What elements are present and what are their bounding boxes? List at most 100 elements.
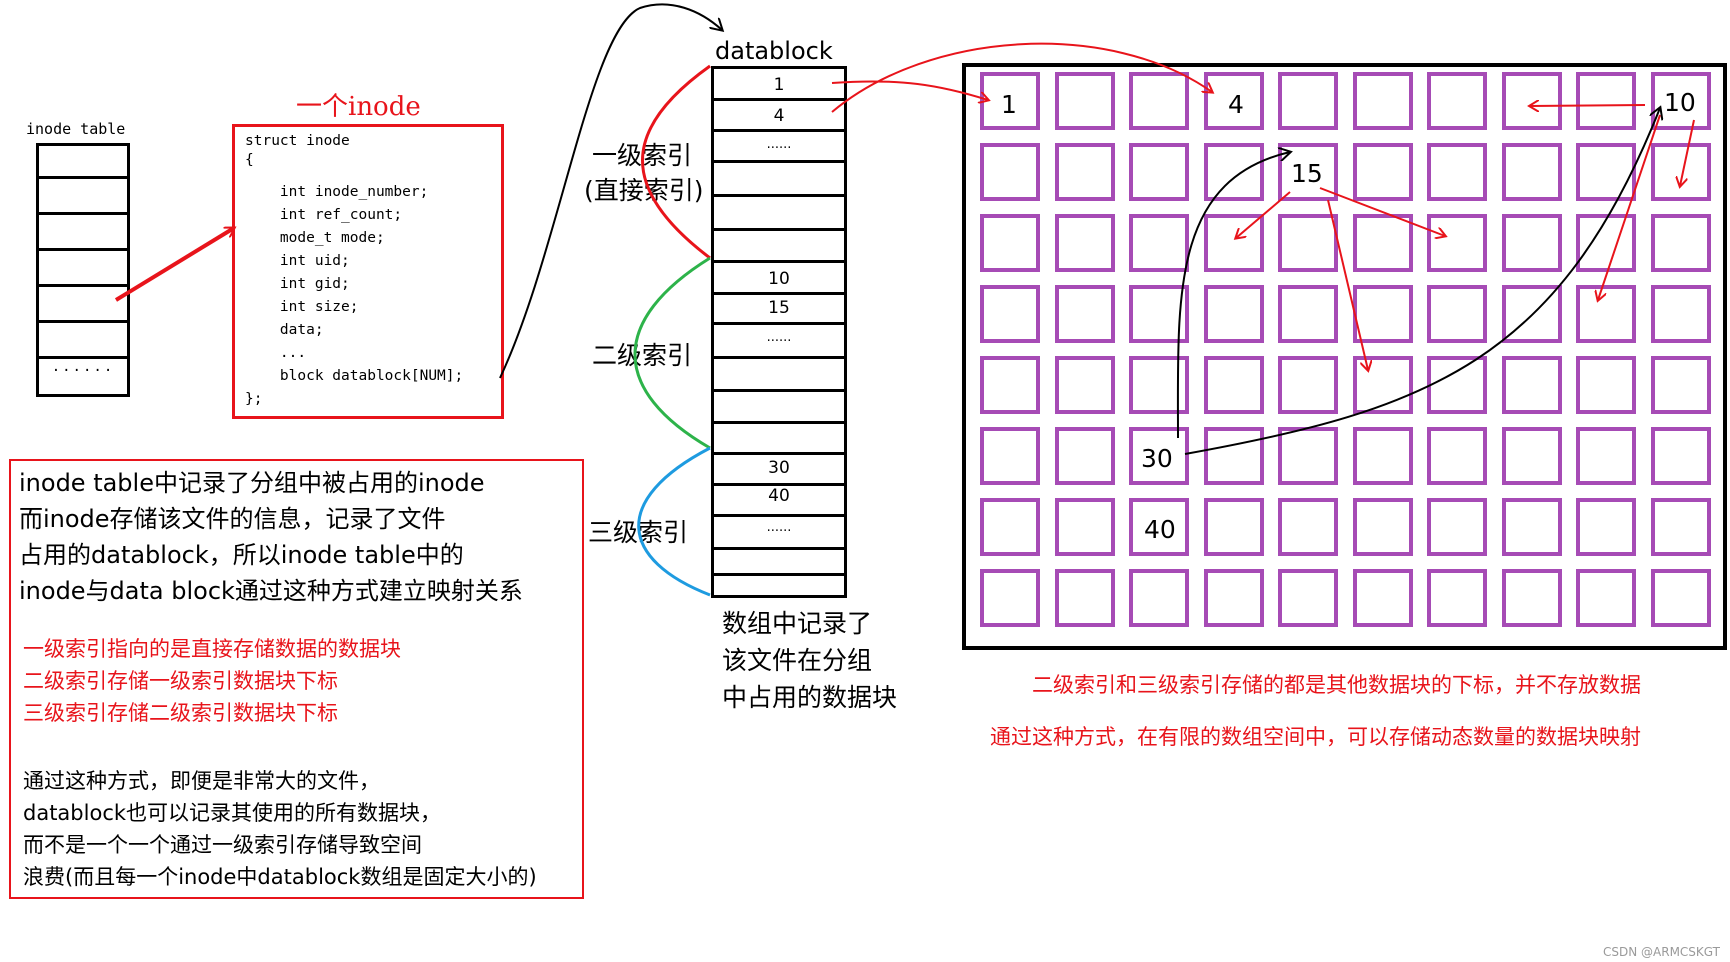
- grid-block: [1427, 143, 1487, 201]
- grid-block-number: 15: [1291, 159, 1323, 188]
- inode-table-row: [39, 215, 127, 251]
- grid-block: [1352, 569, 1413, 627]
- grid-block: [1650, 427, 1711, 485]
- explanation-box: inode table中记录了分组中被占用的inode 而inode存储该文件的…: [9, 459, 584, 899]
- code-line: {: [245, 152, 254, 168]
- grid-block: [980, 214, 1040, 272]
- grid-block-number: 30: [1141, 444, 1173, 473]
- datablock-array: 1 4 ...... 10 15 ...... 30 40 ......: [711, 66, 847, 598]
- grid-block: [1427, 427, 1487, 485]
- grid-block: [1501, 569, 1562, 627]
- arrow-15-downleft: [1236, 191, 1291, 238]
- code-line: block datablock[NUM];: [245, 368, 464, 384]
- grid-block: [1427, 214, 1487, 272]
- arrow-10-left: [1530, 105, 1646, 106]
- grid-block-number: 4: [1228, 90, 1244, 119]
- grid-block: [1129, 356, 1189, 414]
- grid-block: [1501, 143, 1562, 201]
- grid-block: [1352, 498, 1413, 556]
- grid-block: [1278, 498, 1338, 556]
- level1-brace: [641, 64, 711, 260]
- code-line: int gid;: [245, 276, 350, 292]
- explain-black-line: 通过这种方式，即便是非常大的文件，: [23, 769, 380, 793]
- grid-block: [1278, 569, 1338, 627]
- code-line: int inode_number;: [245, 184, 429, 200]
- explain-line: inode table中记录了分组中被占用的inode: [19, 469, 485, 497]
- inode-table-dots: ......: [51, 359, 115, 375]
- grid-block: [1576, 214, 1636, 272]
- datablock-cell: 1: [773, 75, 785, 95]
- grid-block: [1501, 427, 1562, 485]
- grid-block: [1054, 214, 1115, 272]
- arrow-15-down: [1327, 199, 1368, 370]
- level3-brace: [637, 446, 711, 597]
- arrow-table-to-inode: [114, 226, 234, 302]
- grid-block: [1129, 143, 1189, 201]
- explain-black-line: 而不是一个一个通过一级索引存储导致空间: [23, 833, 422, 857]
- grid-block: [980, 498, 1040, 556]
- grid-block: [1278, 356, 1338, 414]
- grid-block: [1129, 285, 1189, 343]
- explain-red-line: 一级索引指向的是直接存储数据的数据块: [23, 637, 401, 661]
- code-line: int uid;: [245, 253, 350, 269]
- inode-table-row: [39, 251, 127, 287]
- code-line: int size;: [245, 299, 359, 315]
- inode-title: 一个inode: [296, 92, 421, 122]
- grid-block: [1054, 569, 1115, 627]
- grid-block: [1203, 214, 1264, 272]
- datablock-cell: ......: [766, 520, 792, 535]
- datablock-note-line: 该文件在分组: [722, 646, 873, 675]
- level2-index-label: 二级索引: [592, 341, 693, 370]
- code-line: ...: [245, 345, 307, 361]
- code-line: int ref_count;: [245, 207, 403, 223]
- grid-block: [1352, 427, 1413, 485]
- grid-block: [1129, 498, 1189, 556]
- grid-block: [1203, 498, 1264, 556]
- grid-block: [980, 427, 1040, 485]
- grid-block: [1427, 285, 1487, 343]
- inode-table-row: [39, 179, 127, 215]
- datablock-cell: 10: [768, 269, 790, 289]
- inode-table-row: [39, 287, 127, 323]
- grid-block: [1650, 569, 1711, 627]
- grid-block: [1501, 285, 1562, 343]
- grid-block: [1129, 214, 1189, 272]
- grid-block: [1576, 569, 1636, 627]
- datablock-note-line: 中占用的数据块: [722, 683, 898, 712]
- code-line: mode_t mode;: [245, 230, 385, 246]
- inode-table-label: inode table: [26, 120, 126, 138]
- inode-table-row: [39, 323, 127, 359]
- grid-block: [1278, 285, 1338, 343]
- grid-block: [1352, 143, 1413, 201]
- grid-block: [1576, 427, 1636, 485]
- grid-block: [1650, 356, 1711, 414]
- grid-note-1: 二级索引和三级索引存储的都是其他数据块的下标，并不存放数据: [1032, 673, 1641, 697]
- arrow-10-down: [1680, 119, 1695, 186]
- grid-block: [1650, 72, 1711, 130]
- datablock-cell: 30: [768, 458, 790, 478]
- grid-block: [1576, 72, 1636, 130]
- grid-block: [980, 569, 1040, 627]
- grid-block: [1352, 214, 1413, 272]
- datablock-title: datablock: [715, 37, 833, 65]
- code-line: data;: [245, 322, 324, 338]
- grid-block: [1501, 498, 1562, 556]
- grid-block: [980, 143, 1040, 201]
- grid-block: [1650, 285, 1711, 343]
- inode-table: ......: [36, 143, 130, 397]
- grid-block: [1427, 569, 1487, 627]
- datablock-cell: ......: [766, 137, 792, 152]
- arrow-15-right: [1319, 187, 1445, 236]
- explain-line: 占用的datablock，所以inode table中的: [19, 541, 464, 569]
- grid-block: [1203, 72, 1264, 130]
- grid-block: [1203, 143, 1264, 201]
- grid-block: [1650, 143, 1711, 201]
- explain-red-line: 三级索引存储二级索引数据块下标: [23, 701, 338, 725]
- grid-block: [1129, 427, 1189, 485]
- grid-block: [980, 285, 1040, 343]
- datablock-note: 数组中记录了 该文件在分组 中占用的数据块: [722, 605, 897, 716]
- grid-block: [1576, 285, 1636, 343]
- grid-block: [1650, 498, 1711, 556]
- grid-block: [980, 356, 1040, 414]
